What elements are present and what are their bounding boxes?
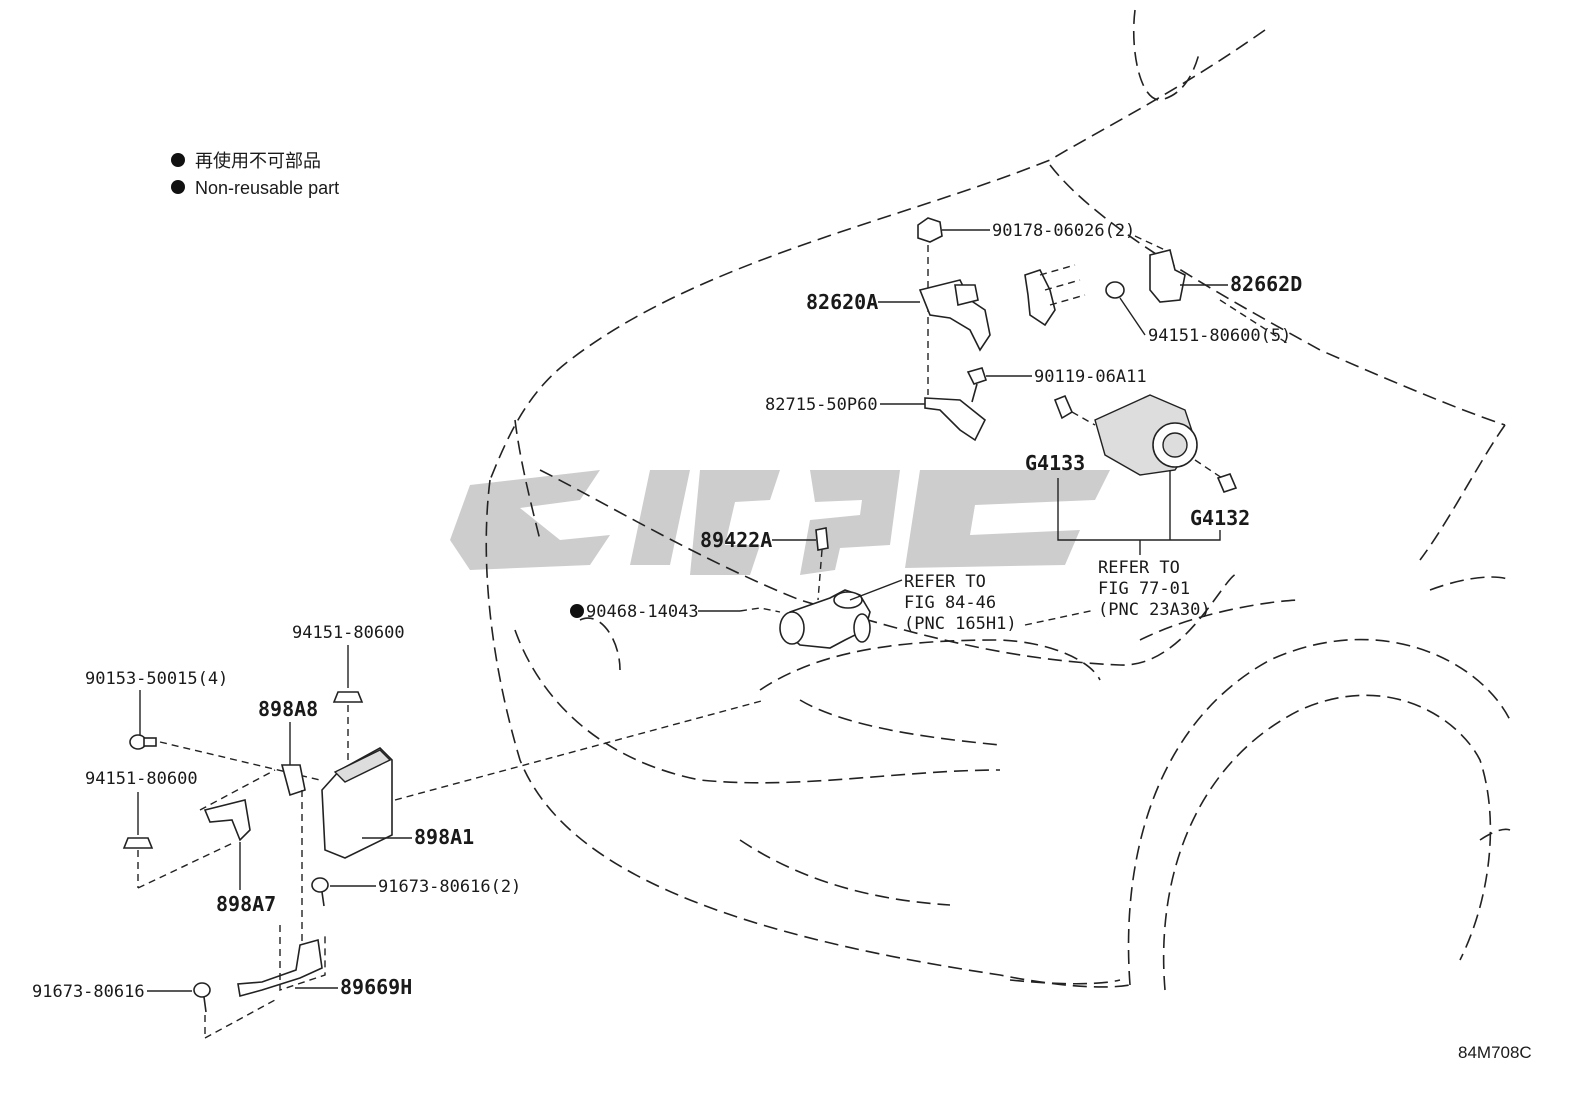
- svg-text:(PNC 23A30): (PNC 23A30): [1098, 600, 1211, 620]
- ecu-group: 94151-80600 90153-50015(4) 898A8 898A1 9…: [32, 623, 766, 1039]
- callout-89669H[interactable]: 89669H: [340, 975, 412, 999]
- actuator-group: G4133 G4132: [1025, 394, 1250, 555]
- callout-90119-06A11[interactable]: 90119-06A11: [1034, 367, 1147, 387]
- watermark-logo: [450, 470, 1110, 575]
- refer-note-2[interactable]: REFER TO FIG 77-01 (PNC 23A30): [1098, 558, 1211, 620]
- svg-text:FIG 77-01: FIG 77-01: [1098, 579, 1190, 599]
- legend-en: Non-reusable part: [195, 178, 339, 198]
- callout-G4133[interactable]: G4133: [1025, 451, 1085, 475]
- callout-82662D[interactable]: 82662D: [1230, 272, 1302, 296]
- svg-text:REFER TO: REFER TO: [904, 572, 986, 592]
- callout-90153-50015[interactable]: 90153-50015(4): [85, 669, 228, 689]
- callout-90178-06026[interactable]: 90178-06026(2): [992, 221, 1135, 241]
- callout-898A8[interactable]: 898A8: [258, 697, 318, 721]
- svg-text:(PNC 165H1): (PNC 165H1): [904, 614, 1017, 634]
- callout-94151-80600-lower[interactable]: 94151-80600: [85, 769, 198, 789]
- callout-G4132[interactable]: G4132: [1190, 506, 1250, 530]
- callout-82620A[interactable]: 82620A: [806, 290, 878, 314]
- non-reusable-bullet-icon: [171, 180, 185, 194]
- svg-text:REFER TO: REFER TO: [1098, 558, 1180, 578]
- vehicle-outline: [485, 9, 1511, 991]
- sensor-group: 89422A 90468-14043: [570, 527, 903, 649]
- callout-89422A[interactable]: 89422A: [700, 528, 772, 552]
- callout-94151-80600-5[interactable]: 94151-80600(5): [1148, 326, 1291, 346]
- hood-lock-group: 90178-06026(2) 82620A 94151-80600(5) 826…: [765, 217, 1302, 442]
- refer-note-1[interactable]: REFER TO FIG 84-46 (PNC 165H1): [904, 572, 1017, 634]
- non-reusable-bullet-icon: [171, 153, 185, 167]
- callout-94151-80600-top[interactable]: 94151-80600: [292, 623, 405, 643]
- callout-91673-80616-2[interactable]: 91673-80616(2): [378, 877, 521, 897]
- diagram-code: 84M708C: [1458, 1043, 1532, 1062]
- callout-898A7[interactable]: 898A7: [216, 892, 276, 916]
- svg-text:FIG 84-46: FIG 84-46: [904, 593, 996, 613]
- non-reusable-bullet-icon: [570, 604, 584, 618]
- legend-ja: 再使用不可部品: [195, 151, 321, 171]
- legend: 再使用不可部品 Non-reusable part: [171, 151, 339, 198]
- callout-898A1[interactable]: 898A1: [414, 825, 474, 849]
- callout-82715-50P60[interactable]: 82715-50P60: [765, 395, 878, 415]
- callout-90468-14043[interactable]: 90468-14043: [586, 602, 699, 622]
- callout-91673-80616[interactable]: 91673-80616: [32, 982, 145, 1002]
